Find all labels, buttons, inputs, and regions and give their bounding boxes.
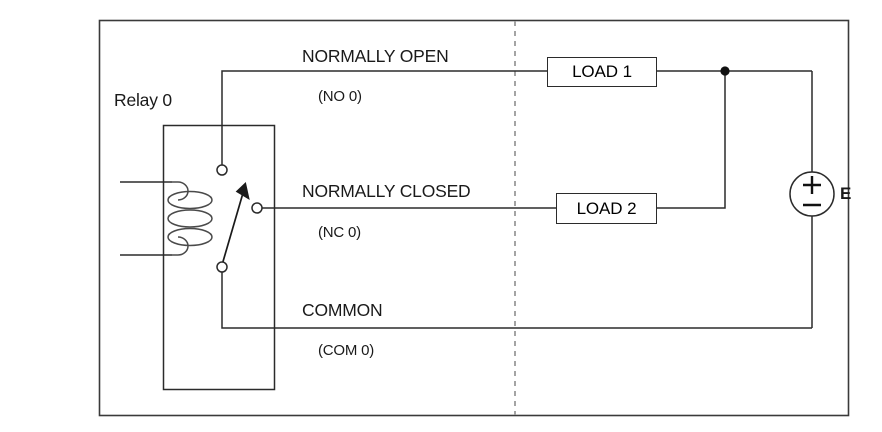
load-1-box: LOAD 1 <box>547 57 657 87</box>
label-normally-open-sub: (NO 0) <box>318 88 362 105</box>
diagram-frame <box>98 19 850 417</box>
voltage-source-label: E <box>840 184 852 203</box>
wire-com-to-source <box>221 272 812 329</box>
terminal-node-no <box>216 164 228 176</box>
relay-title-label: Relay 0 <box>114 90 172 110</box>
coil-loop-3 <box>167 227 213 247</box>
load-1-label: LOAD 1 <box>572 62 632 81</box>
load-2-label: LOAD 2 <box>576 198 637 218</box>
relay-enclosure-box <box>162 124 276 391</box>
label-normally-closed-main: NORMALLY CLOSED <box>302 181 471 201</box>
voltage-source-symbol <box>789 171 835 217</box>
terminal-node-com <box>216 261 228 273</box>
label-normally-closed-sub: (NC 0) <box>318 224 361 241</box>
load-2-box: LOAD 2 <box>556 193 657 224</box>
wire-no-to-load1 <box>221 70 547 165</box>
junction-dot <box>720 66 730 76</box>
relay-switch-armature <box>221 182 250 266</box>
label-common-sub: (COM 0) <box>318 342 375 359</box>
coil-loop-2 <box>167 209 213 228</box>
label-normally-open-main: NORMALLY OPEN <box>302 46 449 66</box>
relay-coil <box>167 181 213 256</box>
coil-loop-1 <box>167 190 213 210</box>
wire-load2-to-junction <box>657 71 726 209</box>
label-common-main: COMMON <box>302 300 383 320</box>
terminal-node-nc <box>251 202 263 214</box>
